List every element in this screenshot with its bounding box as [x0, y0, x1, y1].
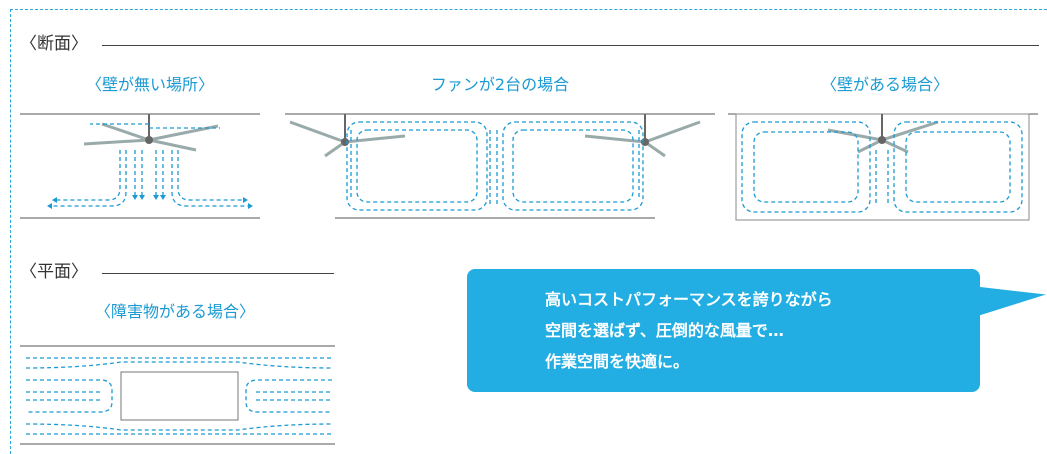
obstacle-box [120, 371, 239, 421]
callout-line-3: 作業空間を快適に。 [545, 352, 690, 371]
airflow-arrow-icon [25, 357, 333, 435]
callout-line-2: 空間を選ばず、圧倒的な風量で… [545, 321, 784, 340]
diagram-with-wall [728, 113, 1038, 221]
plan-label: 〈平面〉 [20, 262, 88, 282]
airflow-arrow-icon [741, 121, 1023, 213]
caption-with-wall: 〈壁がある場合〉 [820, 75, 949, 94]
callout-tail [976, 281, 1046, 317]
dashed-frame-top [10, 9, 1047, 10]
ceiling-fan-icon [83, 114, 219, 152]
cross-section-divider [102, 45, 1039, 46]
caption-no-wall: 〈壁が無い場所〉 [85, 75, 214, 94]
airflow-arrow-icon [50, 123, 250, 207]
dashed-frame-left [10, 9, 11, 454]
plan-divider [102, 273, 334, 274]
callout-line-1: 高いコストパフォーマンスを誇りながら [545, 290, 833, 309]
airflow-arrow-icon [346, 121, 644, 211]
caption-obstacle: 〈障害物がある場合〉 [94, 302, 255, 321]
ceiling-fan-icon [827, 114, 939, 154]
ceiling-fan-icon [289, 114, 406, 158]
caption-two-fans: ファンが2台の場合 [430, 75, 570, 94]
diagram-two-fans [285, 113, 715, 219]
callout-bubble: 高いコストパフォーマンスを誇りながら 空間を選ばず、圧倒的な風量で… 作業空間を… [467, 269, 980, 392]
cross-section-label: 〈断面〉 [20, 34, 88, 54]
diagram-obstacle [20, 345, 335, 445]
diagram-no-wall [20, 113, 260, 219]
